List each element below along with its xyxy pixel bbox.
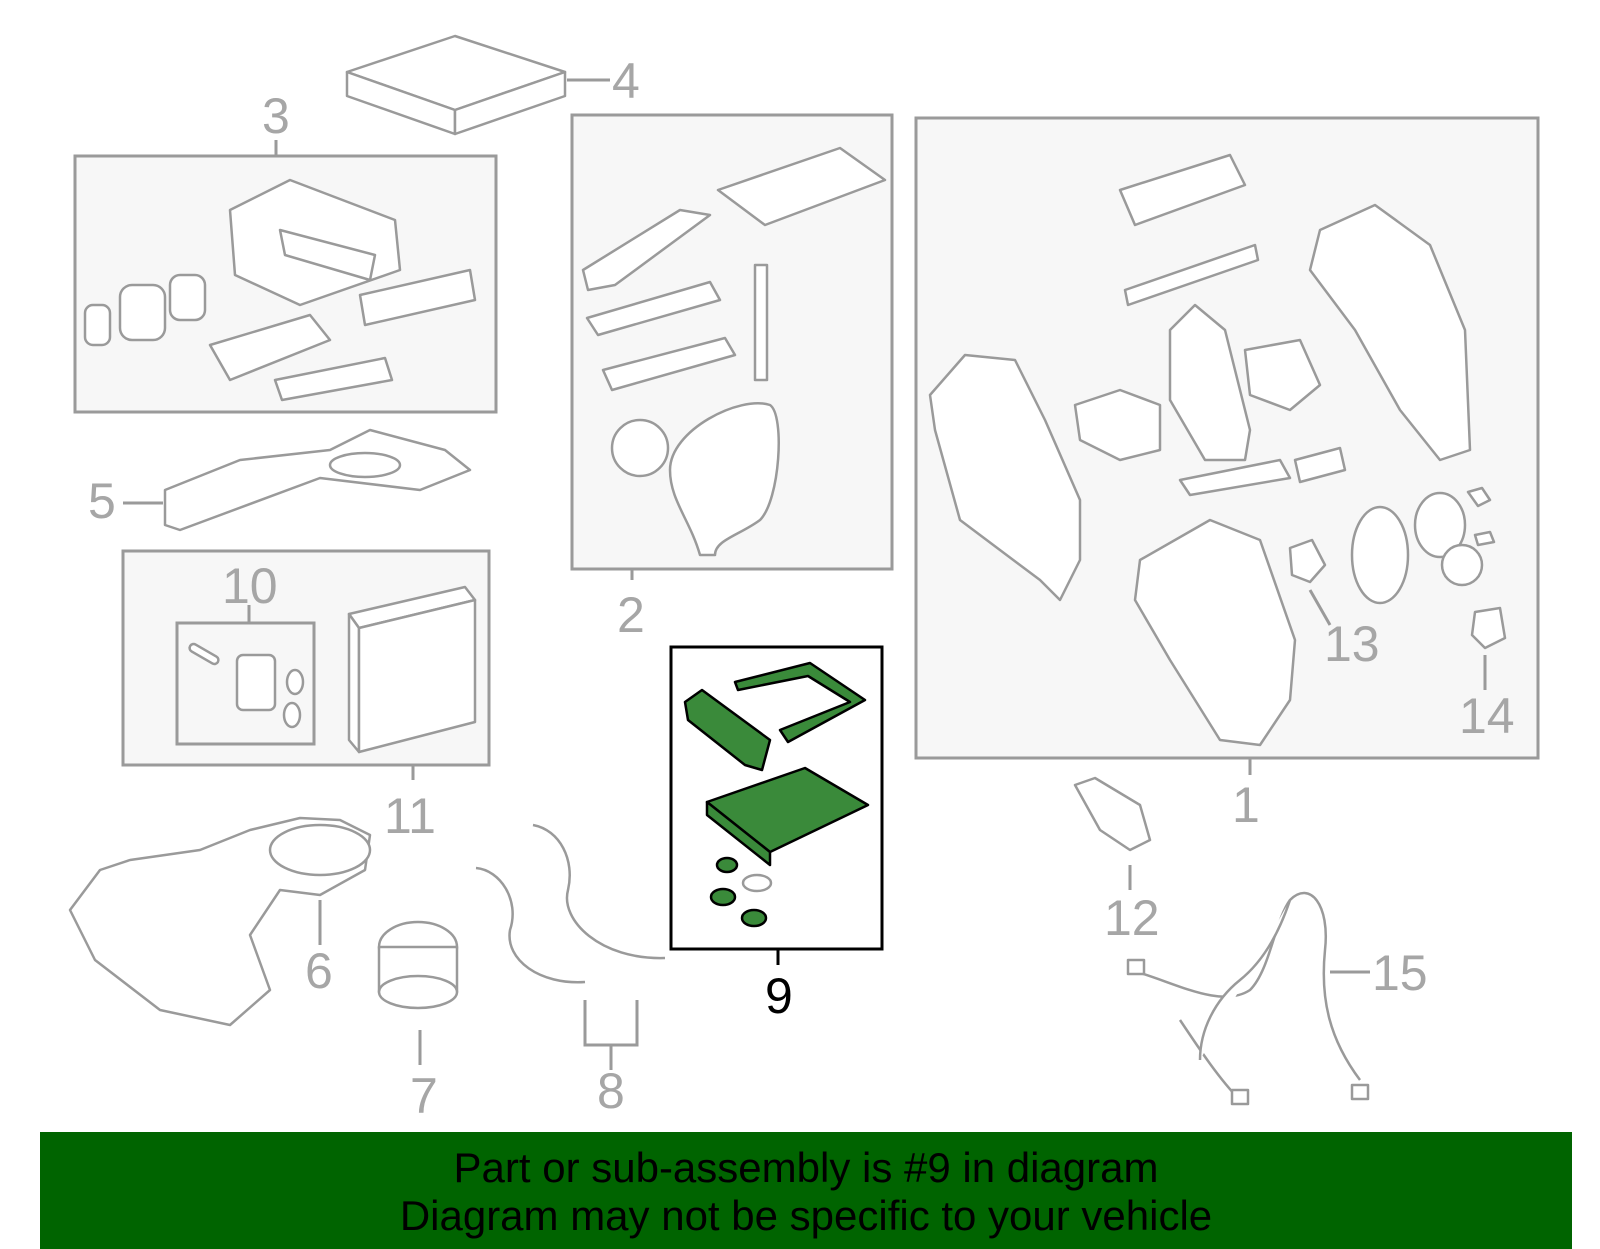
- callout-12: 12: [1104, 890, 1160, 946]
- callout-13: 13: [1324, 616, 1380, 672]
- part-8-heater-hoses: [475, 823, 666, 984]
- callout-9: 9: [765, 968, 793, 1024]
- callout-2: 2: [617, 587, 645, 643]
- callout-10: 10: [222, 558, 278, 614]
- banner-line-1: Part or sub-assembly is #9 in diagram: [453, 1144, 1159, 1191]
- parts-diagram: 1 2 3 4 5 6 7 8 9 10 11 12 13 14 15: [68, 34, 1540, 1124]
- leader-8: [583, 1000, 639, 1047]
- callout-11: 11: [384, 788, 436, 844]
- callout-3: 3: [262, 88, 290, 144]
- part-9-heater-core: [683, 661, 870, 928]
- part-3-case-components: [83, 178, 477, 402]
- callout-8: 8: [597, 1063, 625, 1119]
- part-10-expansion-valve: [188, 642, 305, 729]
- callout-4: 4: [612, 53, 640, 109]
- part-2-components: [581, 146, 887, 557]
- leader-13: [1308, 589, 1332, 626]
- callout-14: 14: [1459, 688, 1515, 744]
- part-15-wiring-harness: [1126, 891, 1370, 1106]
- part-6-blower-housing: [68, 816, 372, 1027]
- part-7-blower-motor: [377, 920, 459, 1010]
- callout-15: 15: [1372, 945, 1428, 1001]
- banner-line-2: Diagram may not be specific to your vehi…: [399, 1192, 1213, 1239]
- info-banner: Part or sub-assembly is #9 in diagram Di…: [40, 1132, 1572, 1249]
- part-11-evaporator-core: [347, 585, 477, 754]
- callout-1: 1: [1232, 777, 1260, 833]
- part-4-cabin-filter: [345, 34, 567, 136]
- part-1-hvac-case: [928, 153, 1507, 747]
- part-12-sensor: [1073, 776, 1152, 852]
- callout-6: 6: [305, 943, 333, 999]
- callout-5: 5: [88, 473, 116, 529]
- callout-7: 7: [410, 1068, 438, 1124]
- part-5-duct: [163, 428, 472, 532]
